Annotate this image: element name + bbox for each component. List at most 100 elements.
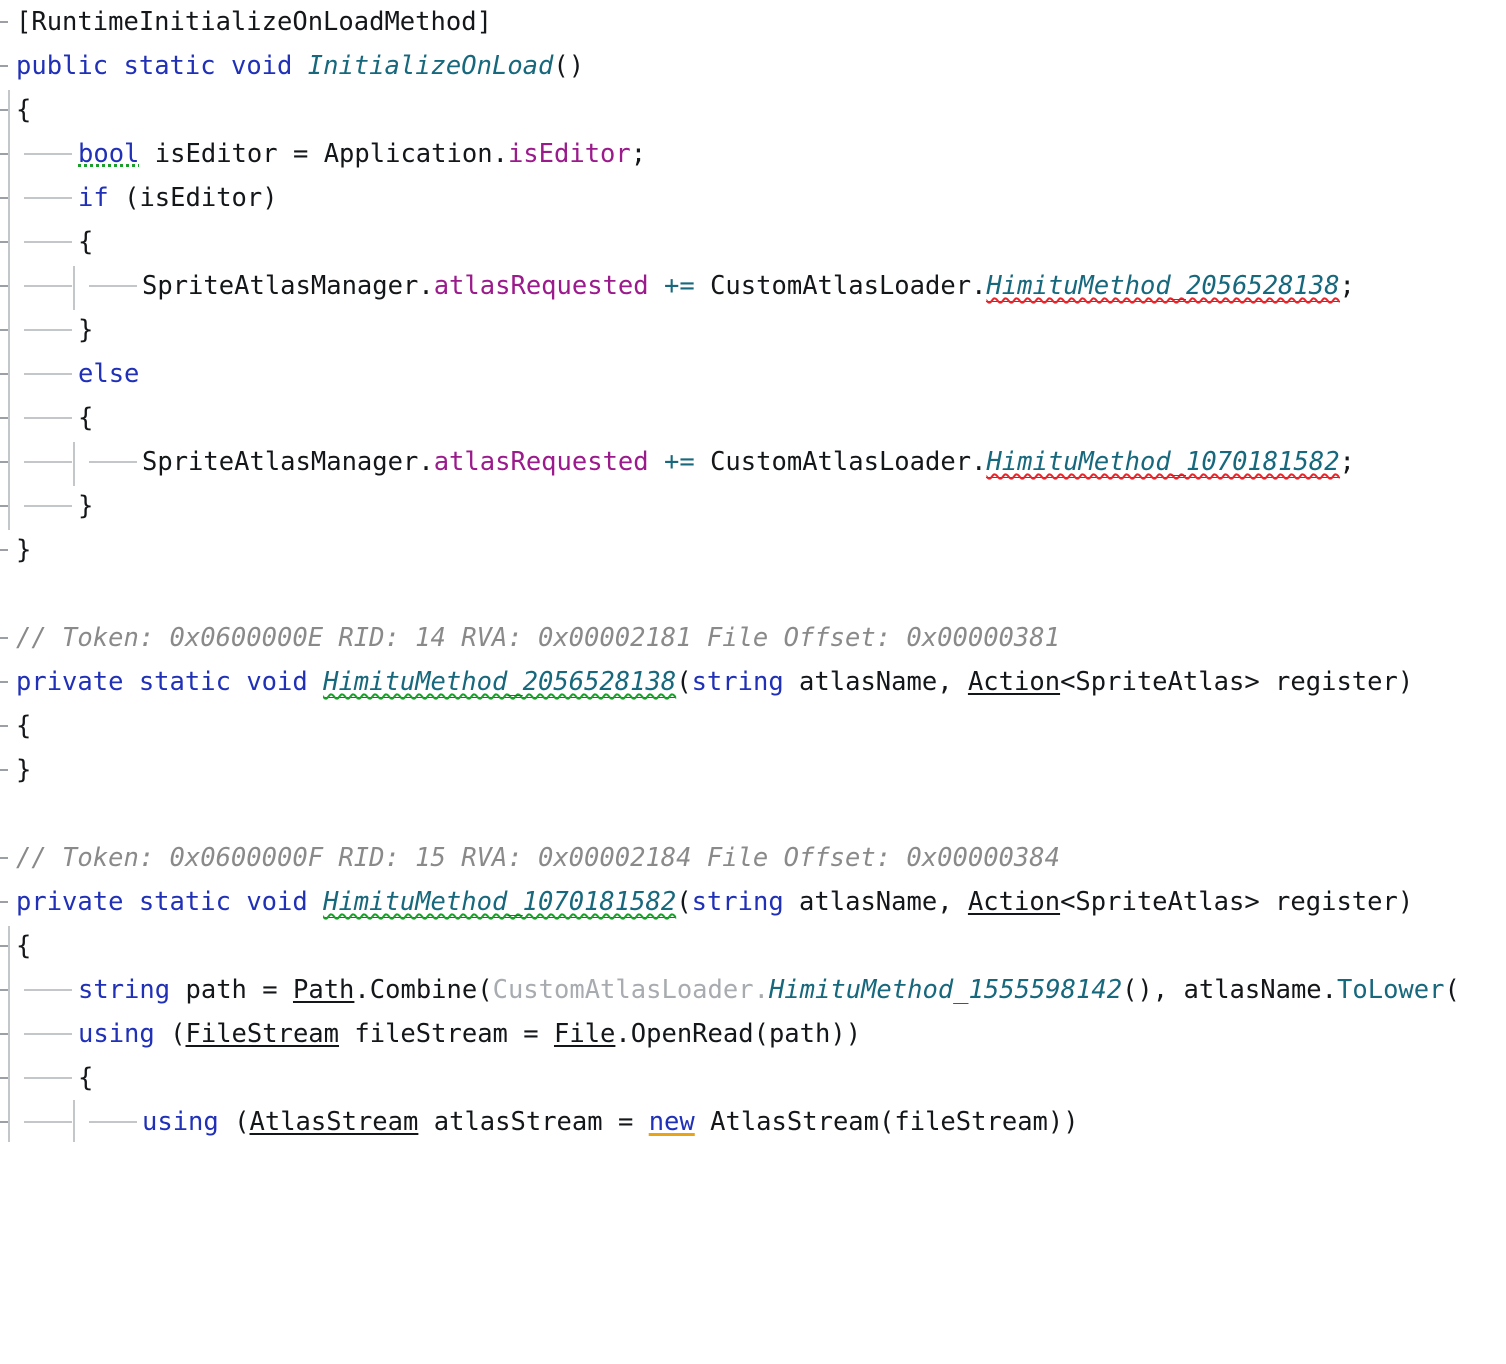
indent-guide-level2-else	[73, 442, 75, 486]
fold-marker-icon[interactable]	[0, 901, 8, 903]
code-line[interactable]: {	[0, 88, 1506, 132]
param-register: register	[1275, 667, 1398, 697]
code-line[interactable]: using (AtlasStream atlasStream = new Atl…	[0, 1100, 1506, 1144]
fold-marker-icon[interactable]	[0, 505, 8, 507]
fold-marker-icon[interactable]	[0, 21, 8, 23]
method-tolower[interactable]: ToLower	[1337, 975, 1445, 1005]
indent-guide-dash	[89, 285, 137, 287]
line-text: SpriteAtlasManager.atlasRequested += Cus…	[142, 447, 1355, 478]
code-editor-viewport[interactable]: [RuntimeInitializeOnLoadMethod] public s…	[0, 0, 1506, 1142]
fold-marker-icon[interactable]	[0, 637, 8, 639]
fold-marker-icon[interactable]	[0, 329, 8, 331]
method-decl-1070181582[interactable]: HimituMethod_1070181582	[323, 887, 677, 918]
type-file: File	[553, 1019, 616, 1049]
code-line[interactable]: if (isEditor)	[0, 176, 1506, 220]
keyword-private: private	[16, 887, 124, 917]
fold-marker-icon[interactable]	[0, 989, 8, 991]
line-text: bool isEditor = Application.isEditor;	[78, 139, 647, 169]
variable-filestream: fileStream	[894, 1107, 1048, 1137]
indent-guide-dash	[89, 461, 137, 463]
line-text: SpriteAtlasManager.atlasRequested += Cus…	[142, 271, 1355, 302]
type-customatlasloader: CustomAtlasLoader	[710, 271, 972, 301]
fold-marker-icon[interactable]	[0, 153, 8, 155]
code-line[interactable]: private static void HimituMethod_2056528…	[0, 660, 1506, 704]
code-line[interactable]: // Token: 0x0600000E RID: 14 RVA: 0x0000…	[0, 616, 1506, 660]
fold-marker-icon[interactable]	[0, 945, 8, 947]
code-line[interactable]: string path = Path.Combine(CustomAtlasLo…	[0, 968, 1506, 1012]
keyword-using: using	[78, 1019, 155, 1049]
indent-guide-level2-if	[73, 266, 75, 310]
code-line[interactable]: SpriteAtlasManager.atlasRequested += Cus…	[0, 264, 1506, 308]
code-line[interactable]: }	[0, 308, 1506, 352]
code-line[interactable]: // Token: 0x0600000F RID: 15 RVA: 0x0000…	[0, 836, 1506, 880]
code-line[interactable]: else	[0, 352, 1506, 396]
type-atlasstream: AtlasStream	[249, 1107, 419, 1137]
variable-path: path	[185, 975, 247, 1005]
keyword-string: string	[78, 975, 171, 1005]
fold-marker-icon[interactable]	[0, 373, 8, 375]
code-line-blank[interactable]	[0, 572, 1506, 616]
fold-marker-icon[interactable]	[0, 769, 8, 771]
fold-marker-icon[interactable]	[0, 65, 8, 67]
method-ref-1555598142[interactable]: HimituMethod_1555598142	[768, 975, 1123, 1005]
fold-marker-icon[interactable]	[0, 1033, 8, 1035]
code-line[interactable]: {	[0, 220, 1506, 264]
indent-guide-dash	[24, 505, 72, 507]
indent-guide-level2-using	[73, 1100, 75, 1142]
param-atlasname: atlasName	[799, 887, 938, 917]
keyword-if: if	[78, 183, 109, 213]
fold-marker-icon[interactable]	[0, 1077, 8, 1079]
fold-marker-icon[interactable]	[0, 549, 8, 551]
code-line[interactable]: {	[0, 396, 1506, 440]
keyword-using: using	[142, 1107, 219, 1137]
indent-guide-dash	[24, 461, 72, 463]
indent-guide-dash	[24, 241, 72, 243]
type-spriteatlasmanager: SpriteAtlasManager	[142, 447, 419, 477]
code-line[interactable]: using (FileStream fileStream = File.Open…	[0, 1012, 1506, 1056]
fold-marker-icon[interactable]	[0, 417, 8, 419]
operator-equals: =	[523, 1019, 539, 1049]
method-name-initializeonload[interactable]: InitializeOnLoad	[307, 51, 554, 81]
type-spriteatlas: SpriteAtlas	[1075, 887, 1245, 917]
code-line[interactable]: [RuntimeInitializeOnLoadMethod]	[0, 0, 1506, 44]
fold-marker-icon[interactable]	[0, 109, 8, 111]
fold-marker-icon[interactable]	[0, 725, 8, 727]
method-ref-2056528138[interactable]: HimituMethod_2056528138	[986, 271, 1340, 302]
fold-marker-icon[interactable]	[0, 285, 8, 287]
code-line[interactable]: {	[0, 924, 1506, 968]
fold-marker-icon[interactable]	[0, 241, 8, 243]
code-line[interactable]: SpriteAtlasManager.atlasRequested += Cus…	[0, 440, 1506, 484]
keyword-public: public	[16, 51, 109, 81]
indent-guide-dash	[89, 1121, 137, 1123]
code-line[interactable]: {	[0, 1056, 1506, 1100]
fold-marker-icon[interactable]	[0, 681, 8, 683]
keyword-string: string	[691, 667, 784, 697]
line-text: using (FileStream fileStream = File.Open…	[78, 1019, 862, 1049]
code-line[interactable]: public static void InitializeOnLoad()	[0, 44, 1506, 88]
line-text: {	[78, 227, 94, 257]
fold-marker-icon[interactable]	[0, 857, 8, 859]
code-line[interactable]: private static void HimituMethod_1070181…	[0, 880, 1506, 924]
code-line[interactable]: }	[0, 484, 1506, 528]
line-text: {	[16, 931, 32, 961]
type-atlasstream: AtlasStream	[710, 1107, 880, 1137]
code-line-blank[interactable]	[0, 792, 1506, 836]
operator-equals: =	[292, 139, 309, 169]
code-line[interactable]: }	[0, 528, 1506, 572]
line-text: else	[78, 352, 139, 396]
code-line[interactable]: {	[0, 704, 1506, 748]
fold-marker-icon[interactable]	[0, 1121, 8, 1123]
code-line[interactable]: }	[0, 748, 1506, 792]
method-ref-1070181582[interactable]: HimituMethod_1070181582	[986, 447, 1340, 478]
type-customatlasloader-dimmed: CustomAtlasLoader	[492, 975, 754, 1005]
comment-line: // Token: 0x0600000E RID: 14 RVA: 0x0000…	[16, 623, 1060, 653]
code-line[interactable]: bool isEditor = Application.isEditor;	[0, 132, 1506, 176]
keyword-void: void	[230, 51, 293, 81]
fold-marker-icon[interactable]	[0, 461, 8, 463]
variable-iseditor: isEditor	[154, 139, 278, 169]
keyword-static: static	[138, 887, 231, 917]
fold-marker-icon[interactable]	[0, 197, 8, 199]
line-text: string path = Path.Combine(CustomAtlasLo…	[78, 975, 1460, 1005]
operator-equals: =	[617, 1107, 634, 1137]
method-decl-2056528138[interactable]: HimituMethod_2056528138	[323, 667, 677, 698]
